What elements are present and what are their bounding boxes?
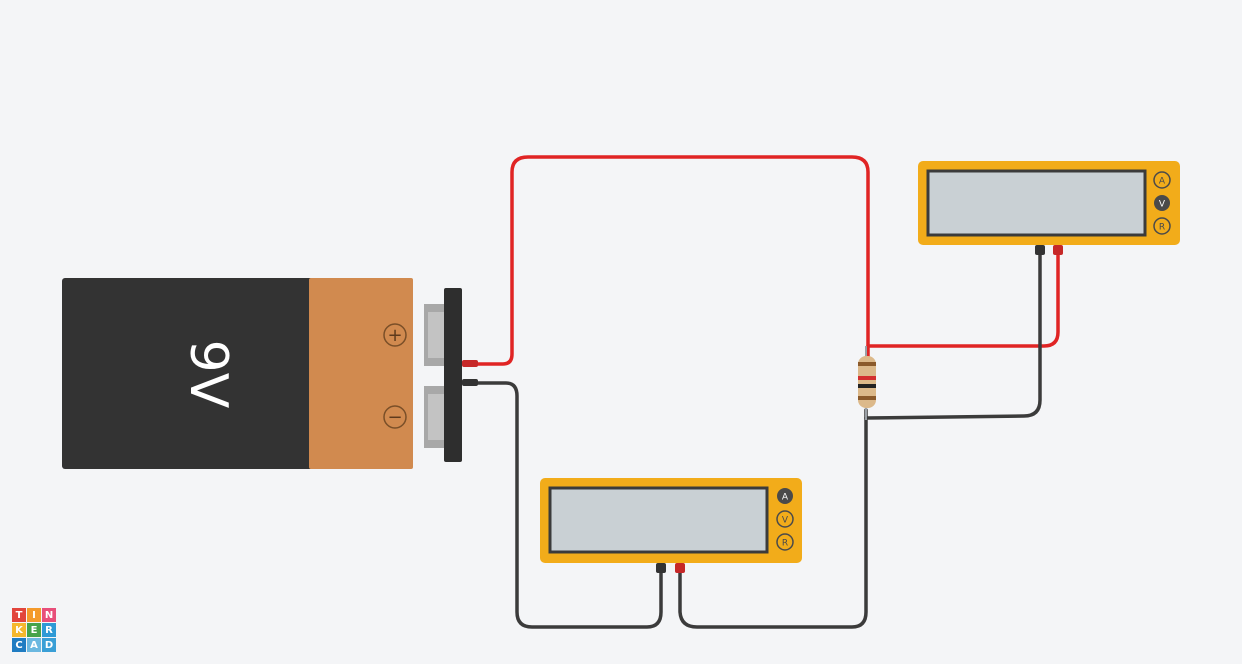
mode-label-a: A [782,493,789,503]
multimeter-top-right[interactable]: A V R [918,161,1180,255]
mode-label-a: A [1159,177,1166,187]
multimeter-screen [548,486,769,554]
mode-button-a[interactable]: A [777,488,793,504]
mode-label-v: V [1159,200,1166,210]
mode-button-a[interactable]: A [1153,171,1171,189]
negative-terminal-shine [428,394,446,440]
logo-letter: K [12,623,26,637]
logo-letter: N [42,608,56,622]
logo-letter: R [42,623,56,637]
wire-black-meter-bottom-to-resistor[interactable] [678,408,868,629]
logo-letter: D [42,638,56,652]
battery-cap [309,278,413,469]
resistor-band-1 [858,362,876,366]
wires [474,155,1060,629]
resistor[interactable] [858,346,876,420]
multimeter-screen [926,169,1147,237]
battery-clip [444,288,462,462]
minus-terminal-icon [383,405,407,429]
probe-black[interactable] [1035,245,1045,255]
wire-black-battery-to-meter-bottom[interactable] [474,381,663,629]
resistor-body [858,356,876,408]
minus-symbol: − [387,407,402,428]
battery-9v[interactable]: 9V + − [62,278,478,469]
wire-black-resistor-to-meter-top[interactable] [864,252,1042,420]
logo-letter: T [12,608,26,622]
mode-button-r[interactable]: R [1153,217,1171,235]
mode-label-r: R [782,539,788,549]
battery-body [62,278,314,469]
plus-terminal-icon [383,323,407,347]
resistor-band-3 [858,384,876,388]
battery-label: 9V [178,340,238,409]
logo-letter: I [27,608,41,622]
wire-red-battery-to-resistor[interactable] [474,155,870,366]
wire-red-resistor-to-meter-top[interactable] [866,252,1060,348]
mode-label-v: V [782,516,789,526]
mode-button-v[interactable]: V [776,510,794,528]
resistor-band-2 [858,376,876,380]
probe-red[interactable] [1053,245,1063,255]
logo-letter: C [12,638,26,652]
plus-symbol: + [387,325,402,346]
logo-letter: E [27,623,41,637]
mode-button-v[interactable]: V [1154,195,1170,211]
battery-black-plug[interactable] [462,379,478,386]
probe-black[interactable] [656,563,666,573]
probe-red[interactable] [675,563,685,573]
battery-red-plug[interactable] [462,360,478,367]
mode-button-r[interactable]: R [776,533,794,551]
logo-letter: A [27,638,41,652]
multimeter-bottom[interactable]: A V R [540,478,802,573]
tinkercad-logo[interactable]: T I N K E R C A D [12,608,56,652]
mode-label-r: R [1159,223,1165,233]
positive-terminal-shine [428,312,446,358]
resistor-band-4 [858,396,876,400]
